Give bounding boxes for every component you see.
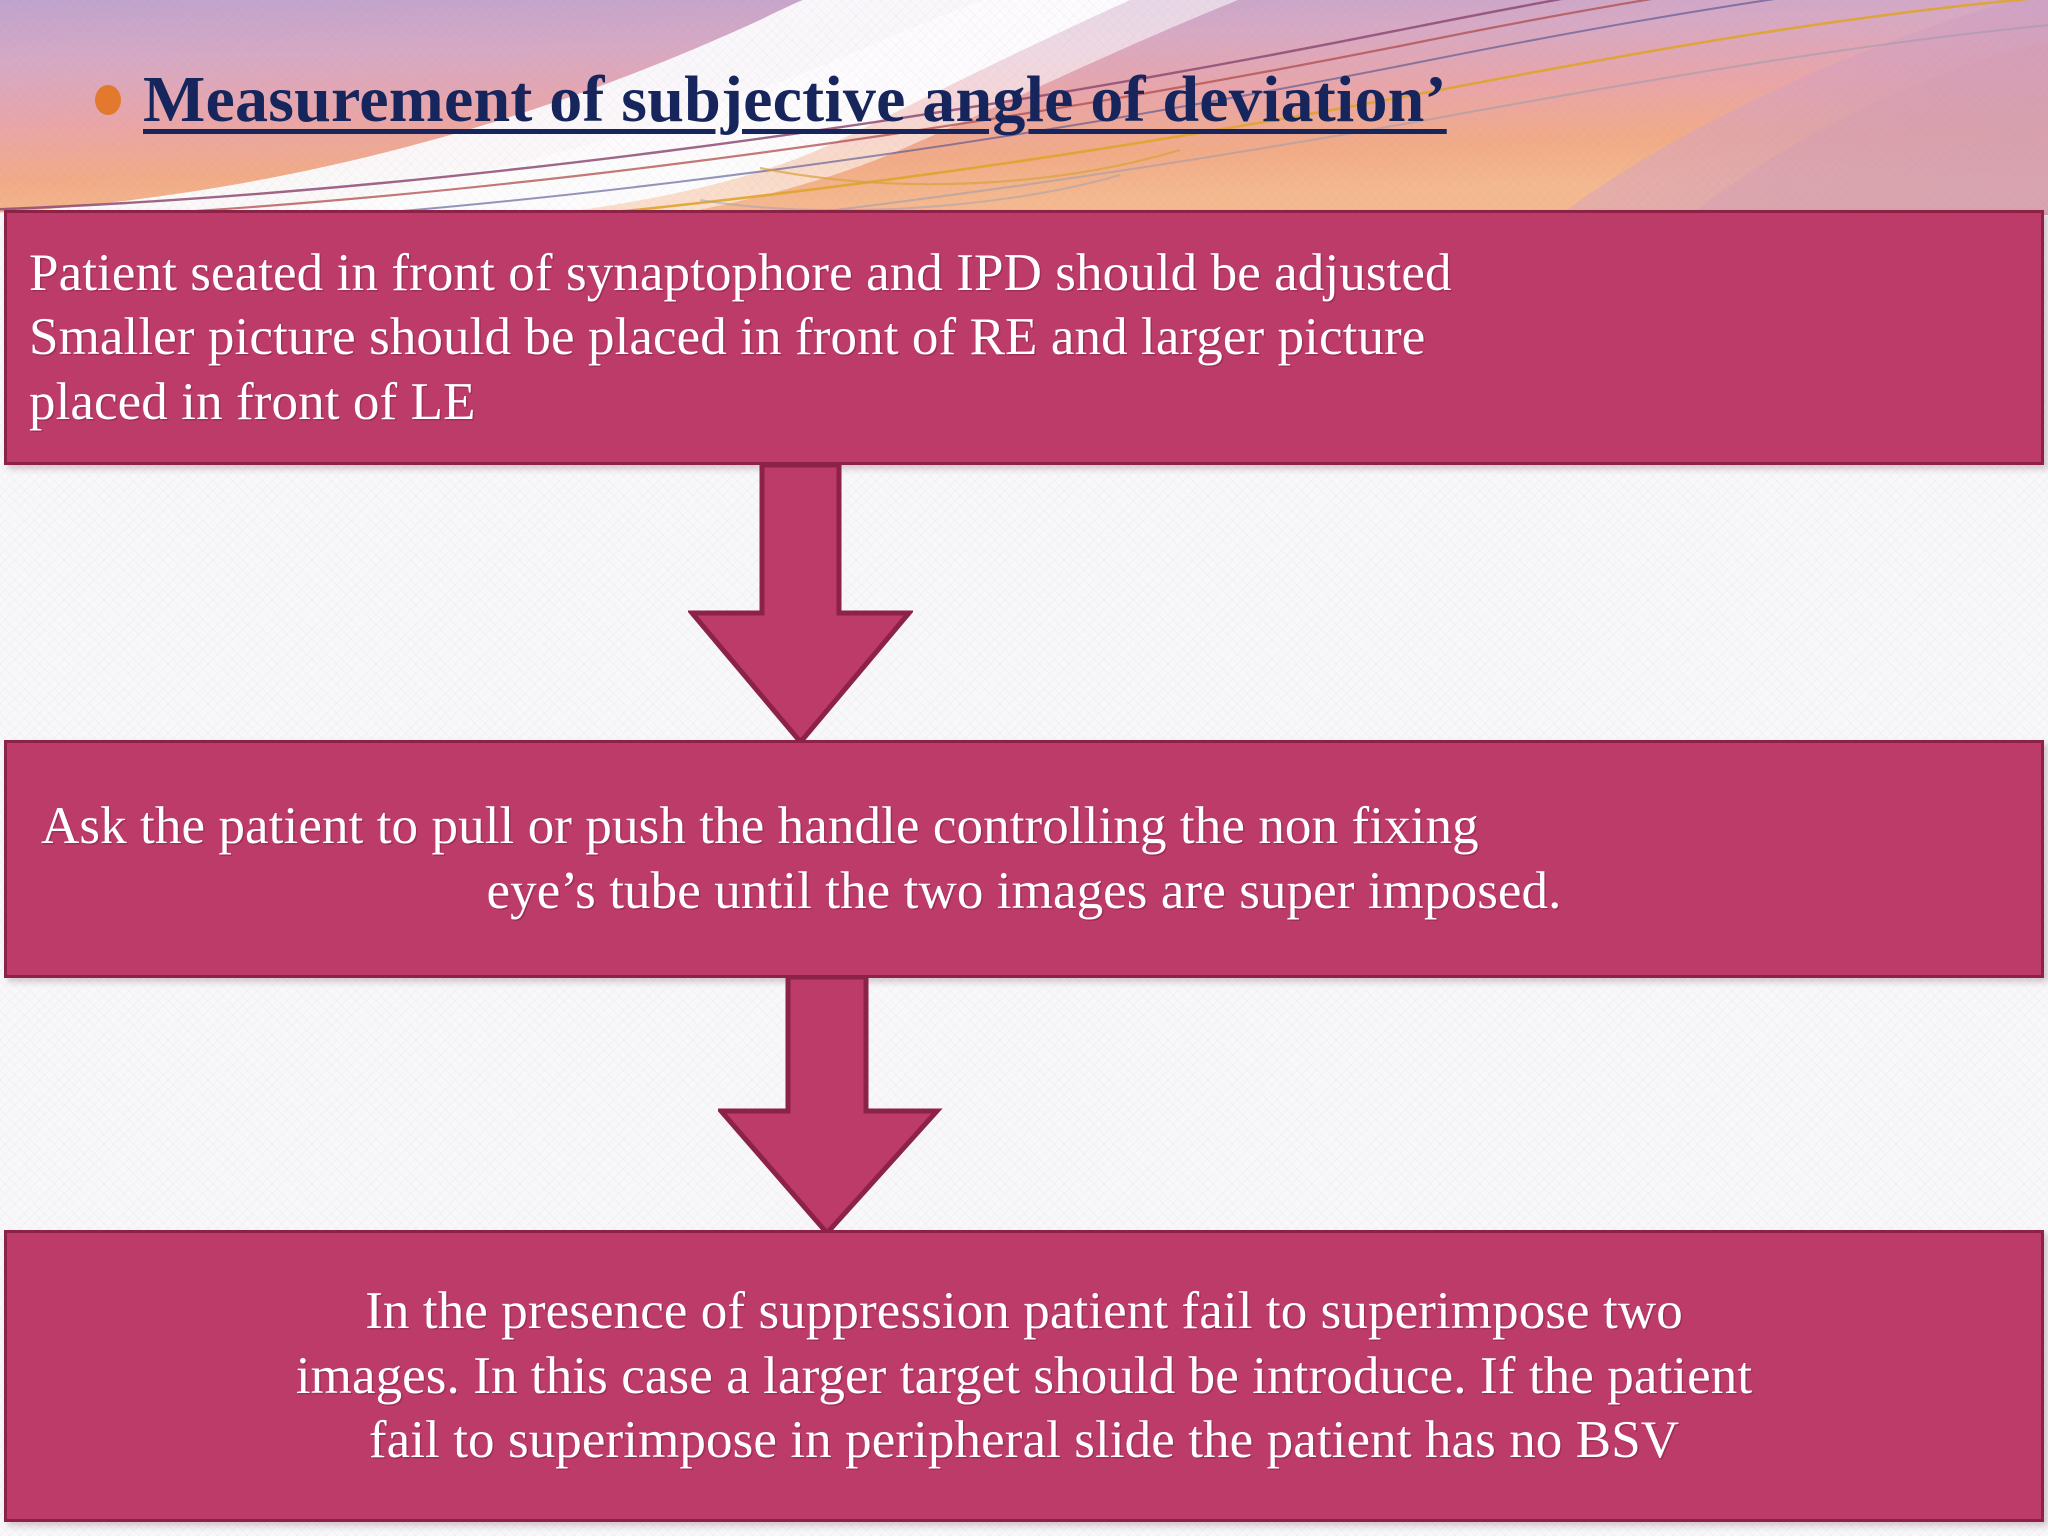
flow-step-3-line-2: images. In this case a larger target sho… [295, 1346, 1753, 1405]
flow-step-3-line-1: In the presence of suppression patient f… [365, 1282, 1683, 1341]
bullet-dot-icon [95, 85, 121, 115]
page-title-text: Measurement of subjective angle of devia… [143, 63, 1447, 136]
arrow-down-icon [718, 975, 943, 1237]
flow-step-3-line-3: fail to superimpose in peripheral slide … [368, 1411, 1680, 1470]
flow-step-2-line-2: eye’s tube until the two images are supe… [486, 862, 1562, 920]
flow-step-1: Patient seated in front of synaptophore … [4, 210, 2044, 465]
flow-step-2: Ask the patient to pull or push the hand… [4, 740, 2044, 978]
flow-step-1-line-3: placed in front of LE [29, 372, 476, 431]
flow-step-1-line-2: Smaller picture should be placed in fron… [29, 308, 1426, 367]
flow-step-3: In the presence of suppression patient f… [4, 1230, 2044, 1522]
flow-step-1-line-1: Patient seated in front of synaptophore … [29, 243, 1452, 302]
arrow-down-icon [688, 463, 913, 746]
flow-step-2-line-1: Ask the patient to pull or push the hand… [41, 797, 1479, 856]
page-title: Measurement of subjective angle of devia… [0, 52, 1900, 148]
